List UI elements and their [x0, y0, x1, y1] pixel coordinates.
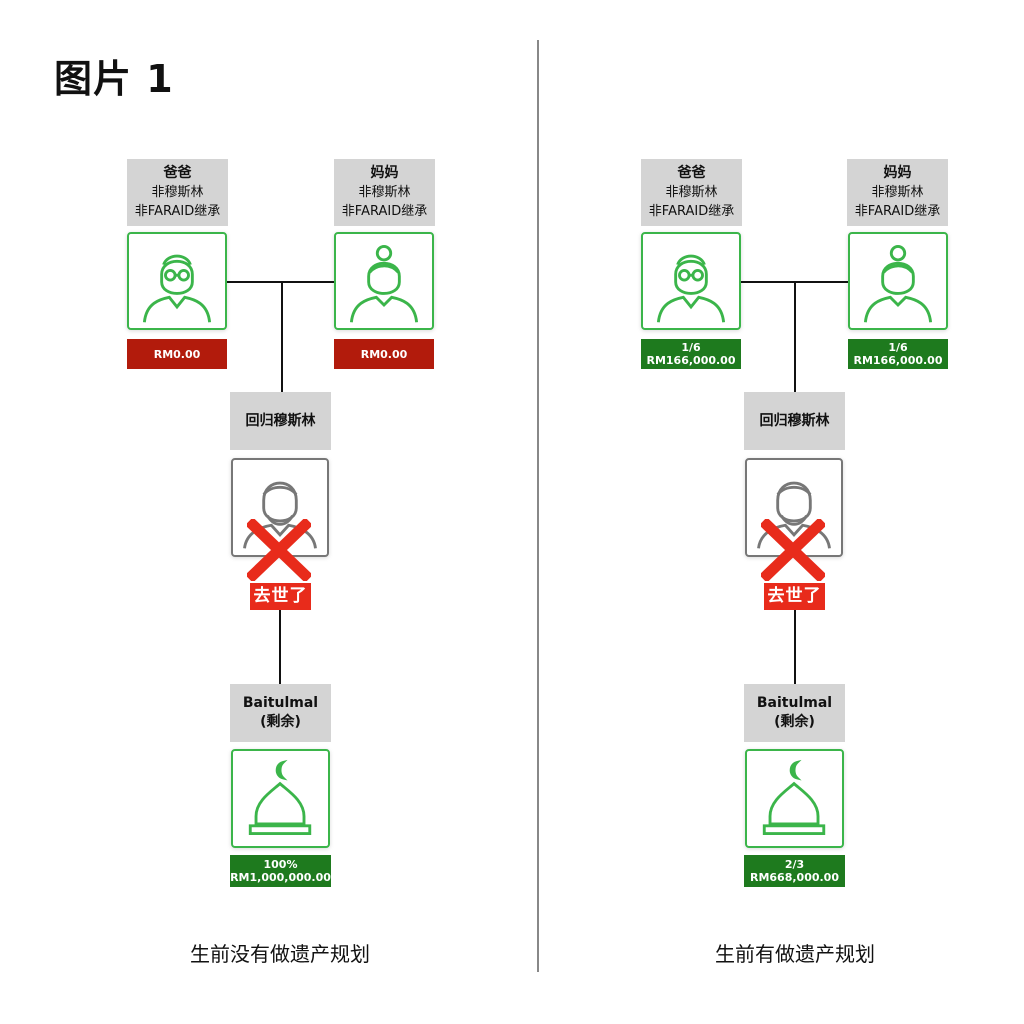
panel-caption: 生前没有做遗产规划 [190, 942, 370, 966]
mother-amount: RM166,000.00 [853, 354, 943, 367]
deceased-status-badge: 去世了 [250, 583, 311, 610]
mother-share: 1/6 [888, 341, 908, 354]
father-name: 爸爸 [163, 165, 192, 181]
baitulmal-name: Baitulmal [756, 695, 833, 711]
father-share: 1/6 [681, 341, 701, 354]
father-inheritance: 非FARAID继承 [134, 204, 221, 219]
mother-card [334, 232, 434, 330]
panel-divider [537, 40, 539, 972]
mother-label: 妈妈 非穆斯林 非FARAID继承 [847, 159, 948, 226]
mother-card [848, 232, 948, 330]
deceased-description: 回归穆斯林 [759, 412, 830, 429]
baitulmal-amount: RM1,000,000.00 [230, 871, 331, 884]
father-card [641, 232, 741, 330]
cross-icon [247, 519, 311, 581]
deceased-label: 回归穆斯林 [230, 392, 331, 450]
baitulmal-card [231, 749, 330, 848]
muslim-man-icon [757, 481, 831, 549]
father-religion: 非穆斯林 [665, 185, 718, 200]
deceased-label: 回归穆斯林 [744, 392, 845, 450]
mother-name: 妈妈 [883, 165, 912, 181]
panel-with-estate-planning: 爸爸 非穆斯林 非FARAID继承 1/6 RM166,000.00 妈妈 非穆… [515, 0, 1024, 1024]
mother-religion: 非穆斯林 [358, 185, 411, 200]
father-value: 1/6 RM166,000.00 [641, 339, 741, 369]
deceased-card [745, 458, 843, 557]
deceased-card [231, 458, 329, 557]
baitulmal-note: (剩余) [774, 714, 815, 730]
baitulmal-label: Baitulmal (剩余) [230, 684, 331, 742]
parent-to-deceased-connector [281, 281, 283, 393]
mother-inheritance: 非FARAID继承 [854, 204, 941, 219]
deceased-to-baitulmal-connector [794, 608, 796, 684]
page-title: 图片 1 [54, 57, 174, 101]
father-inheritance: 非FARAID继承 [648, 204, 735, 219]
baitulmal-note: (剩余) [260, 714, 301, 730]
deceased-description: 回归穆斯林 [245, 412, 316, 429]
mosque-dome-icon [248, 759, 312, 835]
father-amount: RM166,000.00 [646, 354, 736, 367]
baitulmal-value: 100% RM1,000,000.00 [230, 855, 331, 887]
father-label: 爸爸 非穆斯林 非FARAID继承 [127, 159, 228, 226]
muslim-man-icon [243, 481, 317, 549]
baitulmal-name: Baitulmal [242, 695, 319, 711]
mother-label: 妈妈 非穆斯林 非FARAID继承 [334, 159, 435, 226]
baitulmal-label: Baitulmal (剩余) [744, 684, 845, 742]
father-label: 爸爸 非穆斯林 非FARAID继承 [641, 159, 742, 226]
woman-with-bun-icon [863, 245, 933, 323]
father-value: RM0.00 [127, 339, 227, 369]
panel-no-estate-planning: 爸爸 非穆斯林 非FARAID继承 RM0.00 妈妈 非穆斯林 非FARAID… [127, 159, 435, 966]
mother-name: 妈妈 [370, 165, 399, 181]
mother-value: 1/6 RM166,000.00 [848, 339, 948, 369]
mother-religion: 非穆斯林 [871, 185, 924, 200]
baitulmal-amount: RM668,000.00 [749, 871, 839, 884]
father-amount: RM0.00 [153, 347, 201, 361]
man-with-glasses-icon [656, 254, 726, 323]
deceased-status-badge: 去世了 [764, 583, 825, 610]
mother-value: RM0.00 [334, 339, 434, 369]
father-name: 爸爸 [677, 165, 706, 181]
baitulmal-share: 100% [263, 858, 298, 871]
mosque-dome-icon [762, 759, 826, 835]
cross-icon [761, 519, 825, 581]
mother-amount: RM0.00 [360, 347, 408, 361]
baitulmal-value: 2/3 RM668,000.00 [744, 855, 845, 887]
mother-inheritance: 非FARAID继承 [341, 204, 428, 219]
baitulmal-card [745, 749, 844, 848]
father-card [127, 232, 227, 330]
panel-caption: 生前有做遗产规划 [715, 942, 875, 966]
baitulmal-share: 2/3 [784, 858, 805, 871]
parent-to-deceased-connector [794, 281, 796, 393]
woman-with-bun-icon [349, 245, 419, 323]
deceased-to-baitulmal-connector [279, 608, 281, 684]
man-with-glasses-icon [142, 254, 212, 323]
father-religion: 非穆斯林 [151, 185, 204, 200]
